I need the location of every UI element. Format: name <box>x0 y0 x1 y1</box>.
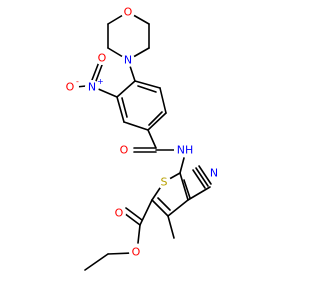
bond <box>157 197 171 211</box>
atom-label-layer: O N O - N + O O NH S N O O <box>65 5 221 259</box>
bond <box>167 199 189 217</box>
bond <box>147 129 157 149</box>
bond-layer <box>75 11 212 271</box>
cyano-nitrogen-label: N <box>210 167 218 180</box>
bond <box>139 199 153 226</box>
bond <box>179 172 189 201</box>
bond <box>187 186 211 201</box>
bond <box>167 215 175 239</box>
bond <box>151 199 169 217</box>
bond <box>192 169 206 189</box>
bond <box>137 224 141 244</box>
bond <box>121 97 128 118</box>
ester-oxygen-label: O <box>132 246 141 259</box>
bond <box>159 87 167 114</box>
nitro-oxygen-label: O <box>66 81 75 94</box>
amide-oxygen-label: O <box>120 144 129 157</box>
thiophene-sulfur-label: S <box>161 176 168 189</box>
bond <box>147 112 167 131</box>
bond <box>116 80 136 98</box>
bond <box>123 121 149 131</box>
nitro-oxygen-2-label: O <box>98 52 107 65</box>
nitro-nitrogen-charge-label: + <box>97 77 104 86</box>
molecule-structure-diagram: O N O - N + O O NH S N O O <box>65 5 221 271</box>
bond <box>183 179 191 199</box>
bond <box>116 96 125 123</box>
bond <box>198 165 212 185</box>
morpholine-nitrogen-label: N <box>124 54 132 67</box>
bond <box>123 212 141 226</box>
bond <box>95 64 103 82</box>
bond <box>195 167 209 187</box>
bond <box>148 111 163 126</box>
bond <box>134 80 161 89</box>
bond <box>125 207 143 221</box>
bond <box>84 253 109 271</box>
morpholine-oxygen-label: O <box>124 6 133 19</box>
bond <box>95 87 118 98</box>
bond <box>91 61 100 81</box>
nitro-nitrogen-label: N <box>88 81 96 94</box>
bond <box>179 157 185 174</box>
bond <box>137 85 157 93</box>
bond <box>107 252 133 255</box>
amide-nh-label: NH <box>177 144 194 157</box>
nitro-oxygen-charge-label: - <box>76 77 79 86</box>
ester-carbonyl-oxygen-label: O <box>115 207 124 220</box>
